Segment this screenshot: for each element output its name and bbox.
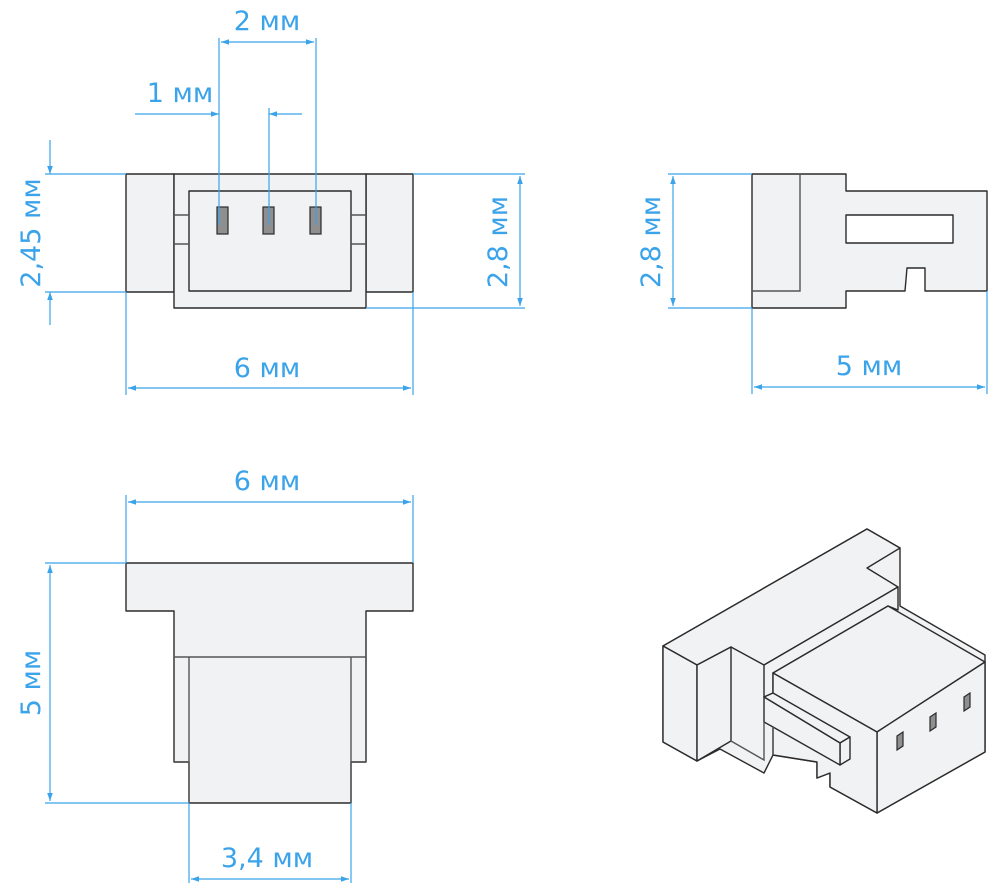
- latch-lines: [174, 214, 366, 245]
- front-width-label: 6 мм: [234, 353, 301, 384]
- side-dimensions: 2,8 мм 5 мм: [636, 173, 988, 394]
- right-height-label: 2,8 мм: [483, 196, 514, 288]
- side-height-label: 2,8 мм: [636, 196, 667, 288]
- bottom-outline: [125, 562, 414, 804]
- left-flange: [125, 173, 175, 293]
- iso-pin-1: [896, 730, 904, 752]
- bottom-inner-lines: [174, 656, 366, 803]
- pin-offset-label: 1 мм: [147, 78, 214, 109]
- iso-pin-2: [929, 711, 937, 733]
- iso-latch-side: [763, 696, 841, 766]
- bottom-dimensions: 6 мм 5 мм 3,4 мм: [16, 466, 414, 883]
- iso-flange-face: [662, 645, 698, 762]
- housing-cavity: [188, 190, 352, 292]
- bottom-depth-label: 5 мм: [16, 650, 47, 717]
- pin-1: [216, 206, 229, 235]
- pin-pitch-label: 2 мм: [234, 6, 301, 37]
- body-width-label: 3,4 мм: [221, 843, 313, 874]
- front-dimensions: 2 мм 1 мм 2,45 мм 2,8 мм 6 мм: [16, 6, 525, 395]
- isometric-view: [662, 528, 986, 814]
- side-depth-label: 5 мм: [836, 351, 903, 382]
- front-view: [125, 173, 414, 309]
- iso-base-lines: [730, 722, 774, 762]
- left-height-label: 2,45 мм: [16, 178, 47, 287]
- side-flange-line: [752, 174, 801, 292]
- side-view: [751, 173, 988, 309]
- bottom-view: [125, 562, 414, 804]
- iso-pin-3: [963, 691, 971, 713]
- right-flange: [365, 173, 414, 293]
- bottom-width-label: 6 мм: [234, 466, 301, 497]
- side-profile: [751, 173, 988, 309]
- iso-flange-side: [696, 646, 732, 762]
